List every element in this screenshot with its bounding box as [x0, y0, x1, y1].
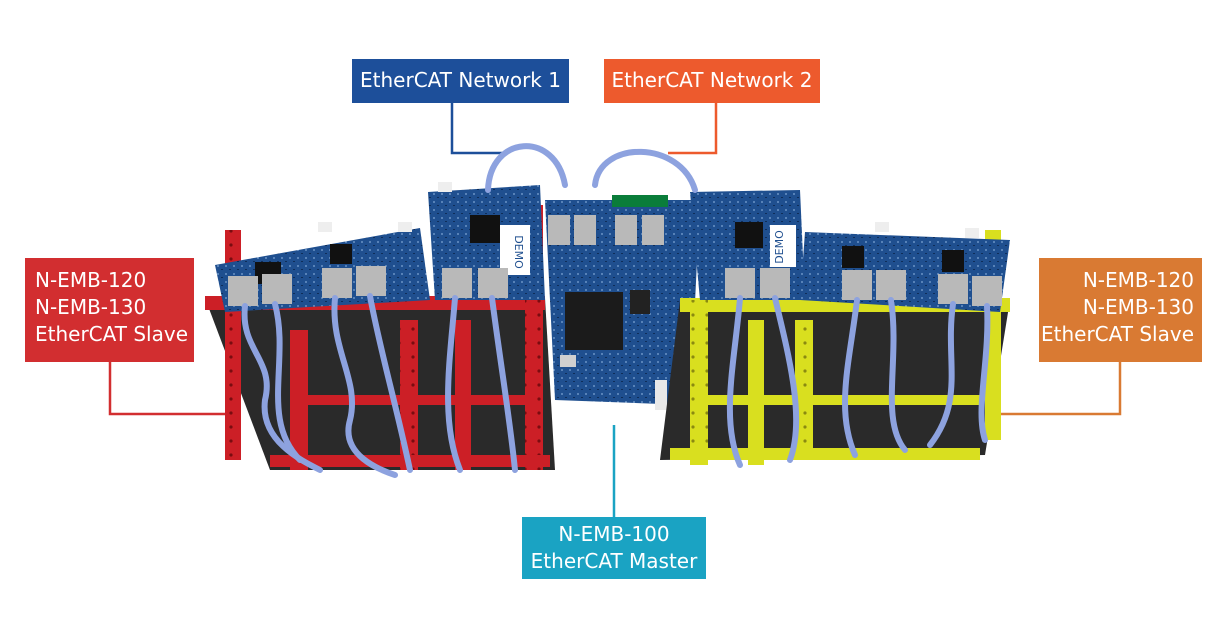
ethercat-network-1-label: EtherCAT Network 1 [352, 59, 569, 103]
left-slave-stack: DEMO [205, 182, 555, 470]
slave-left-line-1: N-EMB-120 [35, 268, 147, 292]
master-label: N-EMB-100 EtherCAT Master [522, 517, 706, 579]
ethercat-network-1-text: EtherCAT Network 1 [360, 68, 561, 92]
slave-right-line-1: N-EMB-120 [1082, 268, 1194, 292]
network1-connector [450, 103, 502, 155]
network2-connector [668, 103, 718, 155]
slave-right-line-2: N-EMB-130 [1082, 295, 1194, 319]
ethercat-network-2-text: EtherCAT Network 2 [611, 68, 813, 92]
ethercat-network-2-label: EtherCAT Network 2 [604, 59, 820, 103]
master-board [545, 195, 700, 410]
slave-right-line-3: EtherCAT Slave [1041, 322, 1194, 346]
demo-mark-left: DEMO [512, 235, 525, 269]
network-cables [241, 143, 991, 478]
connector-lines [108, 103, 1122, 517]
master-line-1: N-EMB-100 [558, 522, 670, 546]
slave-left-connector [108, 362, 238, 416]
slave-left-line-3: EtherCAT Slave [35, 322, 188, 346]
demo-mark-right: DEMO [773, 230, 786, 264]
slave-left-line-2: N-EMB-130 [35, 295, 147, 319]
slave-right-connector [990, 362, 1122, 416]
slave-right-label: N-EMB-120 N-EMB-130 EtherCAT Slave [1039, 258, 1202, 362]
master-line-2: EtherCAT Master [530, 549, 698, 573]
slave-left-label: N-EMB-120 N-EMB-130 EtherCAT Slave [25, 258, 194, 362]
right-slave-stack: DEMO [660, 190, 1010, 465]
